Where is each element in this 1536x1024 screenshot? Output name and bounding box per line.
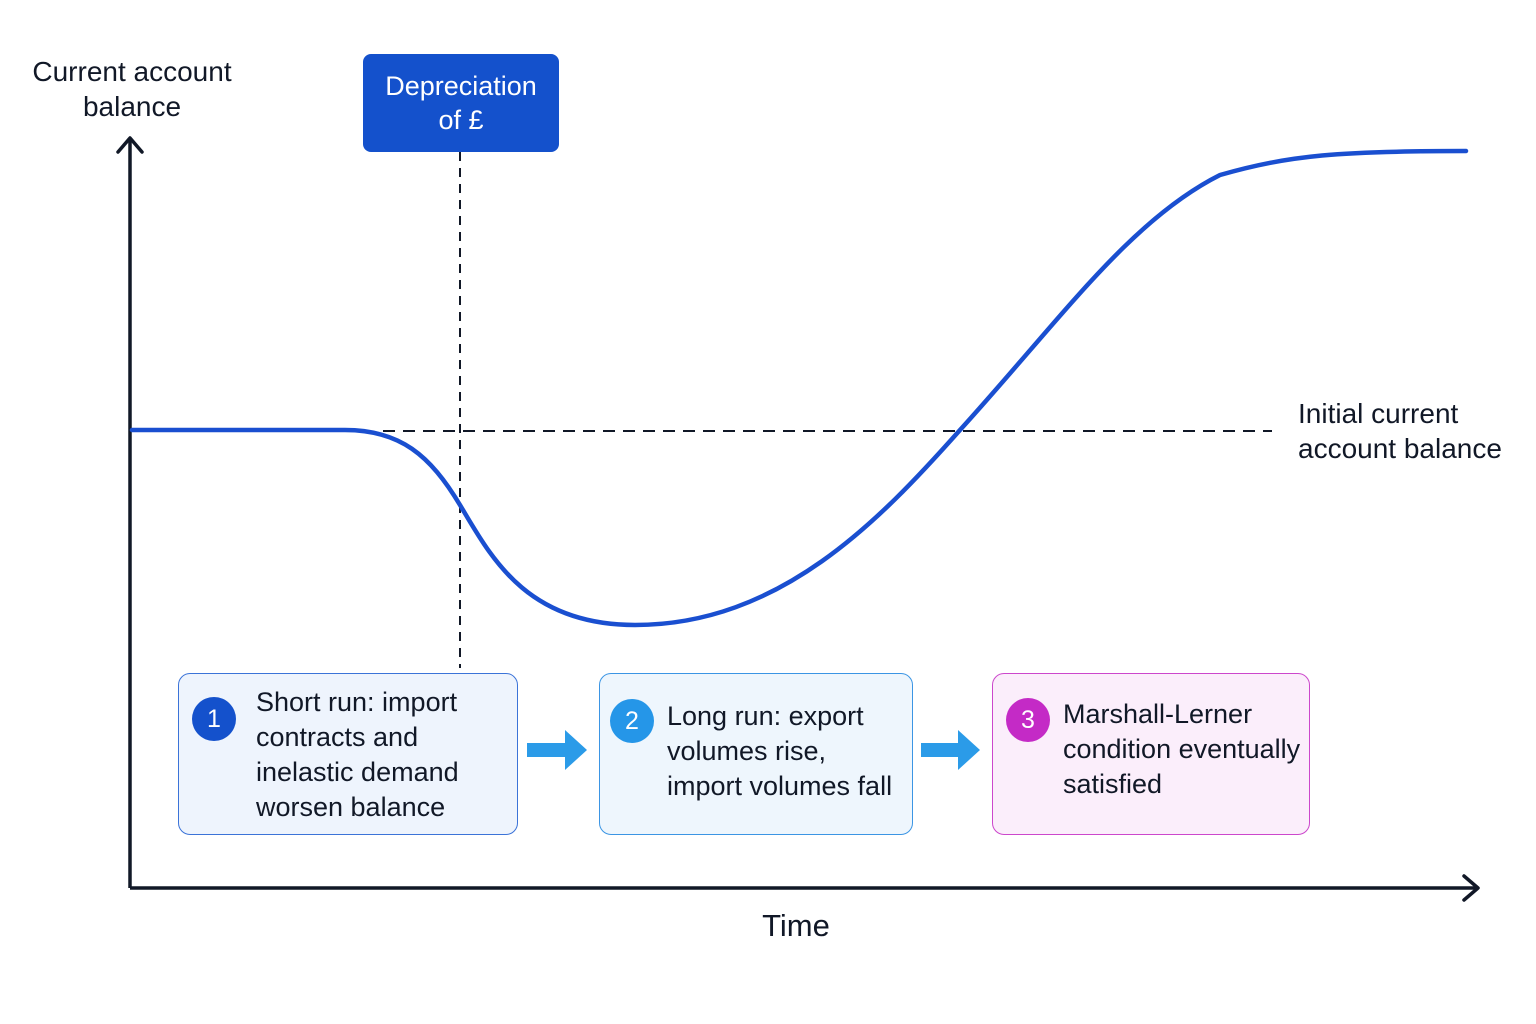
j-curve xyxy=(129,148,1469,628)
step-box-long-run: 2 Long run: export volumes rise, import … xyxy=(599,673,913,835)
step-box-marshall-lerner: 3 Marshall-Lerner condition eventually s… xyxy=(992,673,1310,835)
step-number-badge: 1 xyxy=(192,697,236,741)
flow-arrow-1-to-2 xyxy=(527,730,587,770)
step-number-badge: 2 xyxy=(610,699,654,743)
step-description: Long run: export volumes rise, import vo… xyxy=(667,701,893,801)
flow-arrow-2-to-3 xyxy=(921,730,980,770)
initial-balance-label: Initial current account balance xyxy=(1298,398,1502,464)
depreciation-event-label: Depreciation of £ xyxy=(385,71,537,135)
step-number-badge: 3 xyxy=(1006,698,1050,742)
step-box-short-run: 1 Short run: import contracts and inelas… xyxy=(178,673,518,835)
y-axis-arrowhead xyxy=(116,136,144,154)
step-description: Marshall-Lerner condition eventually sat… xyxy=(1063,699,1301,799)
x-axis-arrowhead xyxy=(1462,874,1480,902)
depreciation-event-box: Depreciation of £ xyxy=(363,54,559,152)
step-description: Short run: import contracts and inelasti… xyxy=(256,687,459,822)
x-axis-label: Time xyxy=(762,908,830,943)
y-axis-label: Current account balance xyxy=(32,56,232,122)
